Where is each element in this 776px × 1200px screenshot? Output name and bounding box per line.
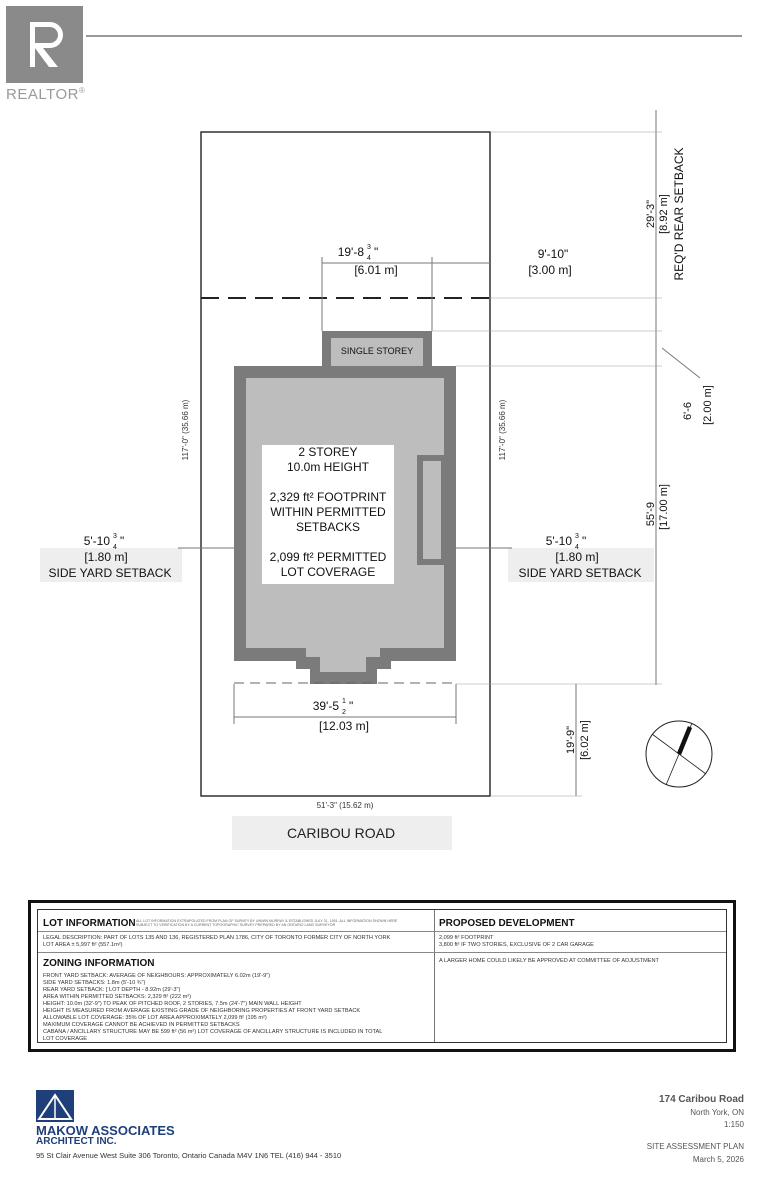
house-label-3: 2,329 ft² FOOTPRINT bbox=[270, 490, 387, 504]
info-panel-inner: LOT INFORMATION ALL LOT INFORMATION EXTR… bbox=[37, 909, 727, 1043]
lot-info-text: LEGAL DESCRIPTION: PART OF LOTS 135 AND … bbox=[43, 935, 391, 948]
zoning-text: FRONT YARD SETBACK: AVERAGE OF NEIGHBOUR… bbox=[43, 973, 383, 1042]
house-depth-m: [17.00 m] bbox=[658, 484, 670, 530]
width-frac-num: 3 bbox=[367, 244, 371, 251]
side-left-m: [1.80 m] bbox=[84, 550, 127, 564]
info-panel: LOT INFORMATION ALL LOT INFORMATION EXTR… bbox=[28, 900, 736, 1052]
lot-right-depth: 117'-0" (35.66 m) bbox=[498, 399, 507, 460]
front-setback-dim: 19'-9" bbox=[565, 726, 577, 754]
rear-setback-m: [8.92 m] bbox=[658, 194, 670, 234]
firm-address: 95 St Clair Avenue West Suite 306 Toront… bbox=[36, 1151, 342, 1160]
width-m: [6.01 m] bbox=[354, 263, 397, 277]
realtor-logo bbox=[6, 6, 83, 83]
dev-rule-2 bbox=[434, 952, 726, 953]
project-city: North York, ON bbox=[690, 1108, 744, 1117]
house-label-7: LOT COVERAGE bbox=[281, 565, 375, 579]
house-label-4: WITHIN PERMITTED bbox=[270, 505, 386, 519]
single-storey-label: SINGLE STOREY bbox=[341, 346, 413, 356]
street-band bbox=[232, 816, 452, 850]
street-name: CARIBOU ROAD bbox=[287, 825, 395, 841]
zoning-rule bbox=[38, 952, 434, 953]
info-column-divider bbox=[434, 910, 435, 1042]
zoning-title: ZONING INFORMATION bbox=[43, 958, 155, 969]
realtor-wordmark: REALTOR® bbox=[6, 86, 86, 103]
width-frac-den: 4 bbox=[367, 255, 371, 262]
house-label-1: 2 STOREY bbox=[298, 445, 357, 459]
side-right-m: [1.80 m] bbox=[555, 550, 598, 564]
side-right-frac-den: 4 bbox=[575, 544, 579, 551]
house-label-5: SETBACKS bbox=[296, 520, 360, 534]
frontage-dim: 51'-3" (15.62 m) bbox=[317, 801, 374, 810]
house-width-dim: 39'-5 bbox=[313, 699, 340, 713]
side-right-label: SIDE YARD SETBACK bbox=[519, 566, 642, 580]
sheet-title: SITE ASSESSMENT PLAN bbox=[646, 1142, 744, 1151]
width-dim: 19'-8 bbox=[338, 245, 365, 259]
lot-left-depth: 117'-0" (35.66 m) bbox=[181, 399, 190, 460]
dev-rule bbox=[434, 931, 726, 932]
rear-setback-dim: 29'-3" bbox=[645, 200, 657, 228]
house-label-box bbox=[262, 445, 394, 584]
side-right-dim: 5'-10 bbox=[546, 534, 573, 548]
lot-info-rule bbox=[38, 931, 434, 932]
offset-dim: 9'-10" bbox=[538, 247, 569, 261]
house-bump bbox=[417, 455, 447, 565]
plan-date: March 5, 2026 bbox=[692, 1155, 744, 1164]
house-width-frac-num: 1 bbox=[342, 698, 346, 705]
plan-scale: 1:150 bbox=[723, 1120, 744, 1129]
side-right-frac-num: 3 bbox=[575, 533, 579, 540]
firm-subname: ARCHITECT INC. bbox=[36, 1136, 117, 1147]
makow-logo bbox=[36, 1090, 74, 1127]
single-depth-dim: 6'-6 bbox=[682, 402, 694, 420]
lot-boundary bbox=[200, 131, 491, 797]
project-address: 174 Caribou Road bbox=[658, 1094, 744, 1105]
offset-m: [3.00 m] bbox=[528, 263, 571, 277]
rear-setback-label: REQ'D REAR SETBACK bbox=[672, 148, 686, 281]
site-plan: SINGLE STOREY 2 STOREY 10.0m HEIGHT 2,32… bbox=[40, 35, 742, 850]
north-arrow-icon bbox=[645, 720, 713, 788]
house-label-6: 2,099 ft² PERMITTED bbox=[270, 550, 387, 564]
dev-text: 2,099 ft² FOOTPRINT 3,800 ft² IF TWO STO… bbox=[439, 935, 594, 948]
side-right-band bbox=[508, 548, 654, 582]
svg-text:": " bbox=[374, 245, 378, 259]
svg-text:": " bbox=[349, 699, 353, 713]
side-left-frac-den: 4 bbox=[113, 544, 117, 551]
single-depth-m: [2.00 m] bbox=[702, 385, 714, 425]
svg-text:": " bbox=[582, 534, 586, 548]
svg-text:": " bbox=[120, 534, 124, 548]
firm-name: MAKOW ASSOCIATES bbox=[36, 1123, 175, 1138]
lot-info-title: LOT INFORMATION bbox=[43, 918, 136, 929]
realtor-r-icon bbox=[30, 22, 63, 67]
house-width-frac-den: 2 bbox=[342, 709, 346, 716]
makow-logo-icon bbox=[36, 1090, 74, 1122]
front-setback-m: [6.02 m] bbox=[579, 720, 591, 760]
house-depth-dim: 55'-9 bbox=[645, 502, 657, 526]
leader-line bbox=[661, 347, 701, 379]
lot-info-note: ALL LOT INFORMATION EXTRAPOLATED FROM PL… bbox=[136, 919, 398, 927]
single-storey-inner bbox=[331, 338, 423, 371]
dev-note: A LARGER HOME COULD LIKELY BE APPROVED A… bbox=[439, 958, 659, 964]
side-left-label: SIDE YARD SETBACK bbox=[49, 566, 172, 580]
house-width-m: [12.03 m] bbox=[319, 719, 369, 733]
side-left-band bbox=[40, 548, 182, 582]
dev-title: PROPOSED DEVELOPMENT bbox=[439, 918, 575, 929]
side-left-dim: 5'-10 bbox=[84, 534, 111, 548]
side-left-frac-num: 3 bbox=[113, 533, 117, 540]
house-label-2: 10.0m HEIGHT bbox=[287, 460, 370, 474]
